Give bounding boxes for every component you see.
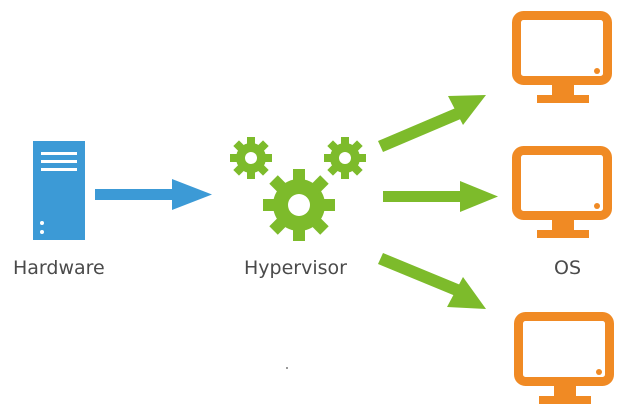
stray-dot <box>286 367 288 369</box>
arrow-hypervisor-to-os-bottom <box>378 253 486 309</box>
monitor-icon <box>512 11 612 103</box>
monitor-icon <box>512 146 612 238</box>
hypervisor-label: Hypervisor <box>244 257 347 279</box>
os-label: OS <box>554 257 582 279</box>
gears-icon <box>230 137 366 241</box>
arrow-hypervisor-to-os-middle <box>383 181 498 212</box>
arrow-hypervisor-to-os-top <box>378 95 486 152</box>
hardware-label: Hardware <box>13 257 105 279</box>
server-tower-icon <box>33 141 85 240</box>
arrow-hardware-to-hypervisor <box>95 179 212 210</box>
monitor-icon <box>514 312 614 404</box>
